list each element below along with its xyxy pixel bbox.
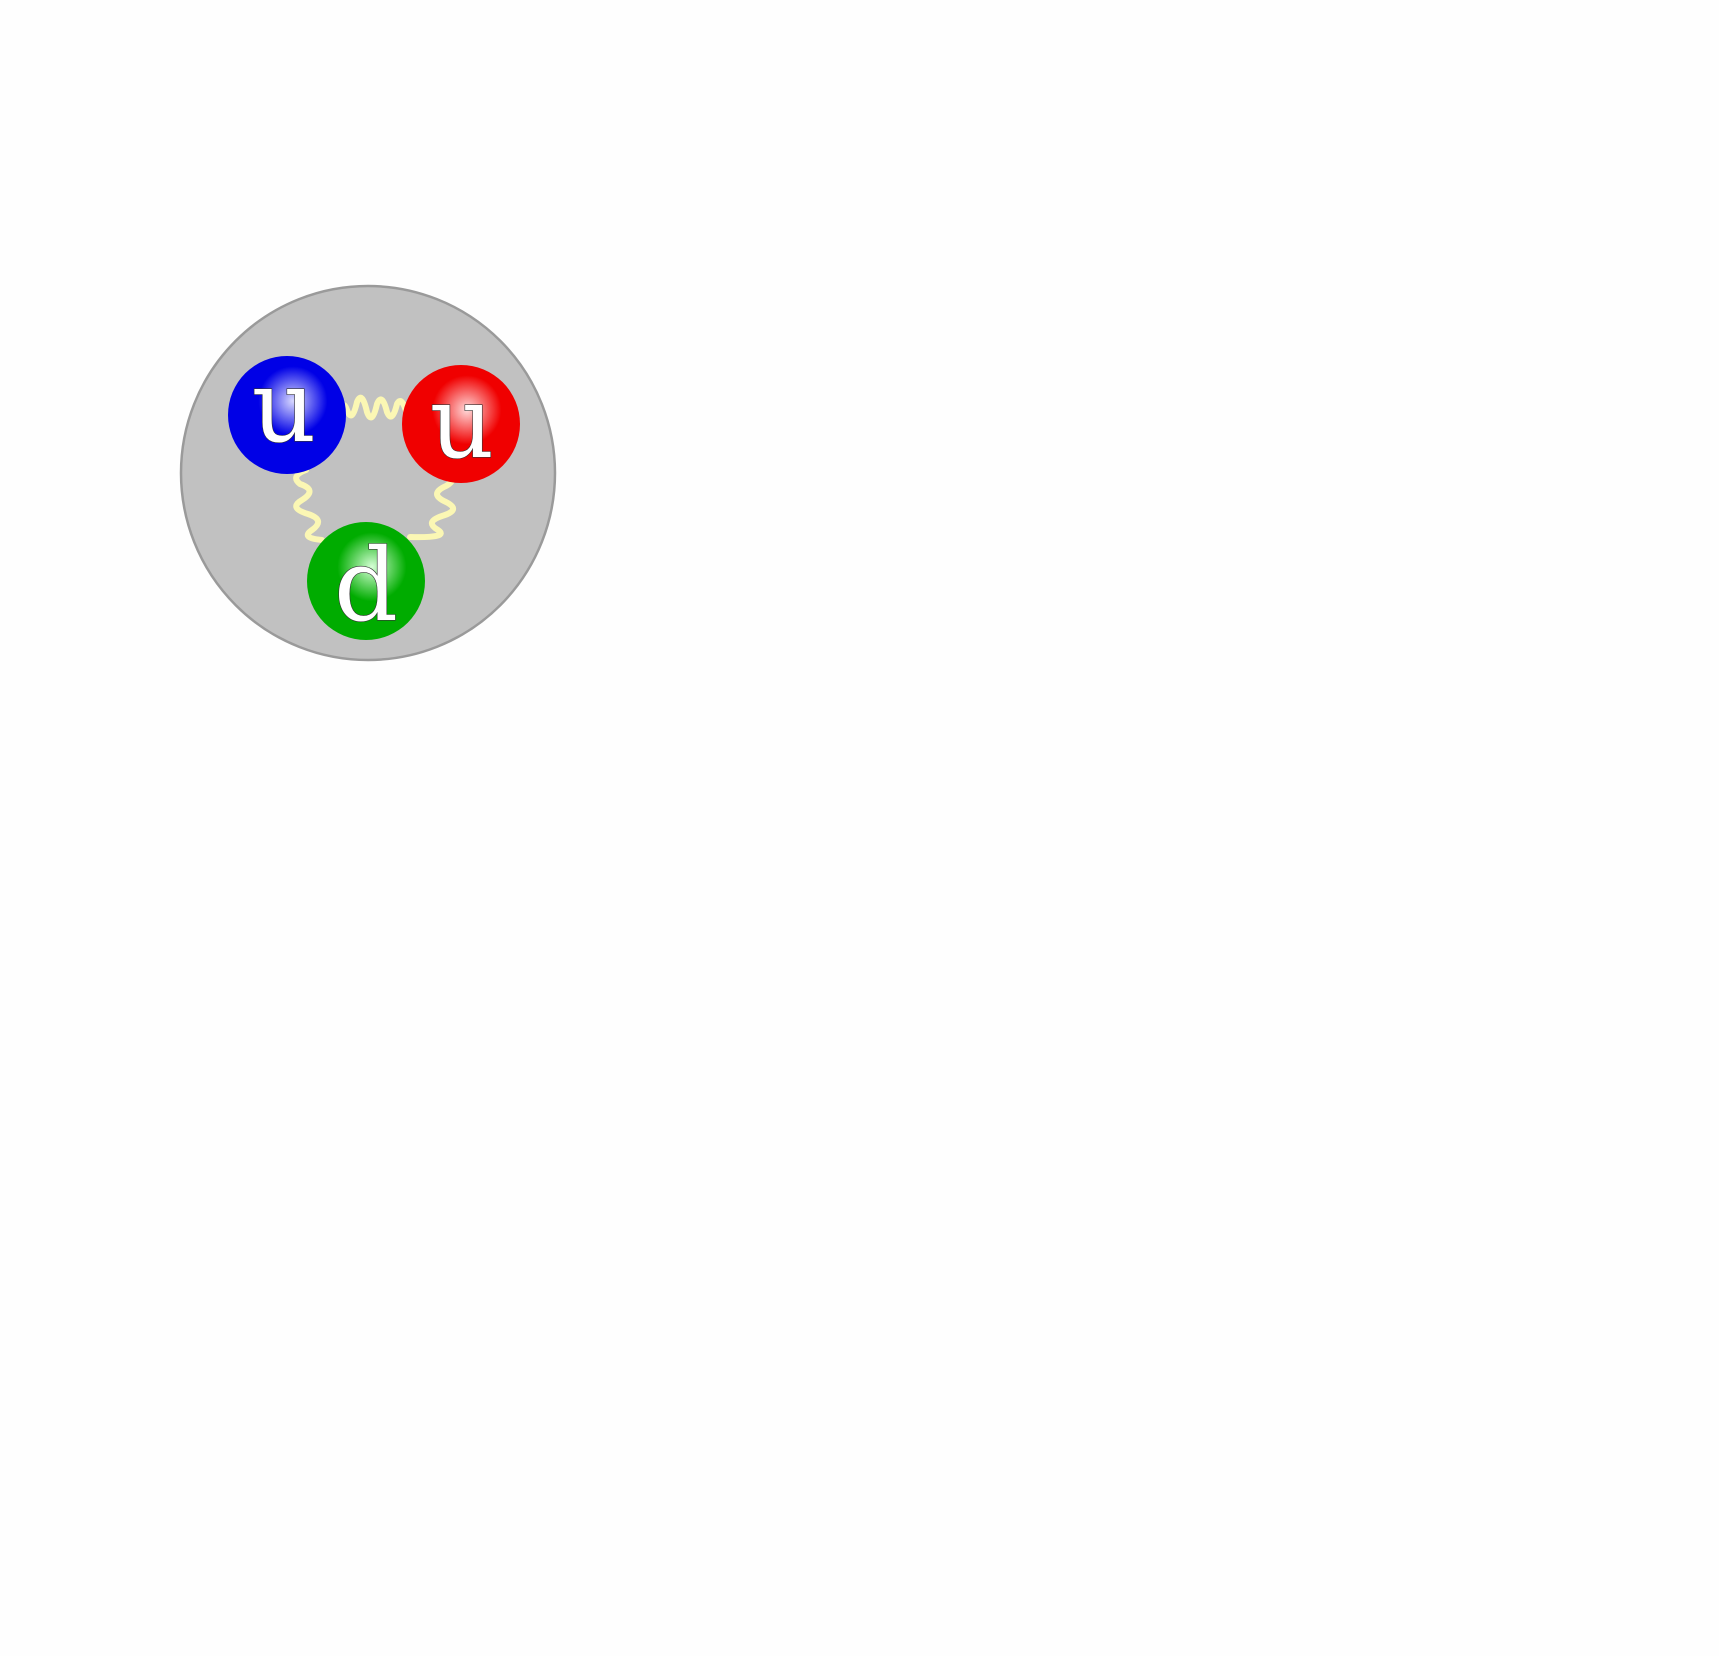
quark-up-red-sphere [402, 365, 520, 483]
quark-up-blue: u [228, 347, 346, 474]
quark-up-blue-sphere [228, 356, 346, 474]
quark-up-blue-label: u [252, 348, 316, 465]
gluon-red-green [407, 467, 456, 541]
quark-down-green: d [307, 522, 425, 645]
gluon-blue-red [334, 394, 411, 423]
quark-up-red-label: u [430, 364, 494, 481]
gluon-blue-green [293, 467, 325, 543]
hadron-outline [179, 284, 557, 662]
quark-down-green-sphere [307, 522, 425, 640]
quark-up-red: u [402, 363, 520, 483]
quark-down-green-label: d [334, 527, 398, 644]
